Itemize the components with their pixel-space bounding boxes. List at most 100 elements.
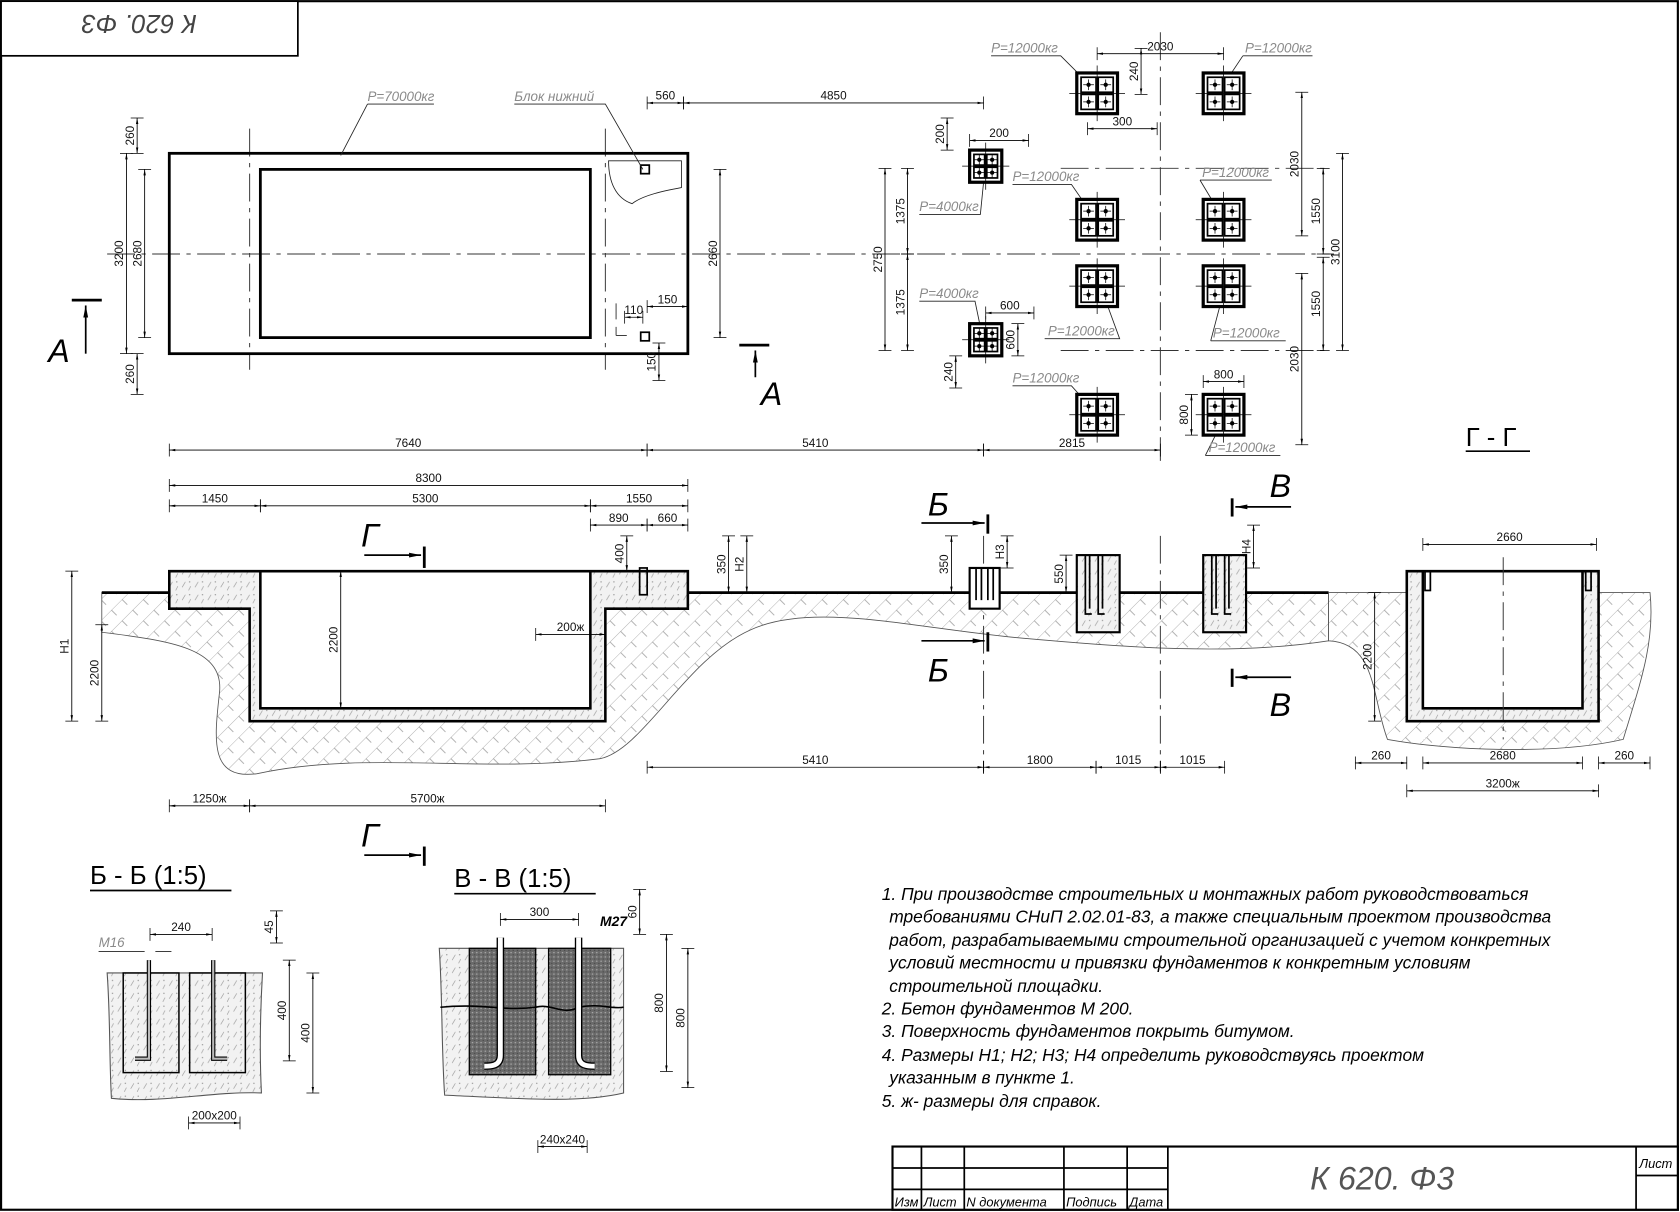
dimension: 2030 [1289,272,1309,446]
dimension: H2 [734,535,754,593]
dimension-value: 550 [1053,564,1066,584]
footing-large-right-3 [1195,258,1252,315]
dimension: 1550 [1310,256,1330,351]
tb-col-doc: N документа [966,1195,1046,1210]
footing-large-right-1 [1195,65,1252,122]
dimension: 600 [985,300,1035,320]
dimension: 660 [646,512,689,532]
dimension: 5300 [259,493,591,513]
dimension: 1250ж [168,793,251,813]
dimension-value: 60 [626,905,639,919]
dimension: 240 [1128,47,1148,95]
dimension-value: 240 [1128,61,1141,81]
dimension: 150 [646,293,689,313]
footing-large-right-2 [1195,191,1252,248]
dimension: 240x240 [537,1133,588,1153]
dimension: 2030 [1096,40,1224,61]
notes: 1. При производстве строительных и монта… [881,884,1552,1111]
dimension-value: 3200 [113,240,126,267]
dimension: 200ж [535,621,606,641]
bolt-m16-label: M16 [99,935,126,950]
dimension-value: 5700ж [410,793,444,806]
dimension-value: 3200ж [1486,778,1520,791]
section-b-bottom: Б [928,653,949,689]
dimension: 1550 [589,493,689,513]
dimension: 5410 [646,754,984,774]
section-g-top: Г [361,518,381,554]
note-line: требованиями СНиП 2.02.01-83, а также сп… [889,907,1551,927]
dimension-value: 7640 [395,437,422,450]
section-bb-title: Б - Б (1:5) [90,862,207,890]
dimension: H4 [1240,524,1260,569]
dimension-value: 400 [614,543,627,563]
dimension: 1450 [168,493,261,513]
dimension: 200 [934,117,954,151]
dimension-value: H2 [734,557,747,572]
soil-profile [101,592,1329,775]
title-block-sheet: Лист [1638,1156,1672,1171]
bolt-m27-label: M27 [600,913,628,929]
lower-block-label: Блок нижний [514,89,595,104]
footing-small-profile [968,566,1001,610]
section-gg-title: Г - Г [1466,424,1517,452]
dimension-value: 2680 [1490,750,1517,763]
tb-col-sign: Подпись [1066,1195,1117,1210]
load-large-3: P=12000кг [1012,169,1079,184]
dimension-value: 1550 [1310,290,1323,317]
dimension-value: 2680 [131,240,144,267]
dimension-value: 800 [675,1008,688,1028]
dimension-value: 350 [715,554,728,574]
dimension-value: 1250ж [192,793,226,806]
section-a-left: А [46,333,69,369]
footing-large-left-4 [1069,386,1125,443]
dimension: 350 [715,535,735,593]
load-large-5: P=12000кг [1048,323,1115,338]
dimension: 2680 [131,169,152,338]
lower-block-leader [608,160,682,205]
dimension: 260 [124,117,144,154]
dimension-value: 600 [1005,329,1018,349]
note-line: 1. При производстве строительных и монта… [882,884,1529,904]
dimension: 800 [1178,394,1198,436]
dimension-value: 890 [609,512,629,525]
dimension: 1550 [1310,167,1330,255]
dimension: 800 [675,947,695,1088]
plan-view: P=70000кг Блок нижний А А P=4000кг P=400… [46,32,1334,461]
dimension-value: 300 [1113,115,1133,128]
dimension: 2200 [1361,592,1382,722]
dimension: 600 [1005,323,1025,357]
main-load-label: P=70000кг [368,89,435,104]
dimension: 2200 [327,570,348,709]
dimension-value: H3 [994,544,1007,559]
dimension-value: 260 [124,125,137,145]
pit-plan [258,168,592,339]
section-vv: В - В (1:5) M27 [438,865,628,1100]
dimension: 400 [300,972,320,1094]
dimension: H3 [994,535,1014,569]
dimension-value: 240 [942,362,955,382]
dimension: 300 [499,906,579,926]
note-line: строительной площадки. [889,976,1103,996]
note-line: 5. ж- размеры для справок. [882,1091,1102,1111]
dimension: 200 [969,127,1029,147]
load-large-2: P=12000кг [1245,41,1312,56]
dimension-value: 200ж [557,621,585,634]
dimension-value: 1800 [1027,754,1054,767]
dimension-value: 45 [263,920,276,934]
dimension-value: 200x200 [192,1110,238,1123]
dimension: 3200 [113,152,133,355]
dimension-value: 600 [1000,300,1020,313]
dimension: 560 [646,90,684,110]
load-large-6: P=12000кг [1213,326,1280,341]
dimension: 3100 [1329,152,1349,351]
section-v-top: В [1270,468,1291,504]
profile-view: Г Г Б Б В В [101,468,1329,866]
dimension-value: 800 [653,993,666,1013]
section-bb: Б - Б (1:5) M16 [90,862,264,1101]
dimension-value: 560 [656,90,676,103]
load-small-2: P=4000кг [919,286,979,301]
dimension: 1800 [983,754,1097,774]
dimension-value: 2200 [1361,643,1374,670]
main-foundation-plan [167,151,690,356]
